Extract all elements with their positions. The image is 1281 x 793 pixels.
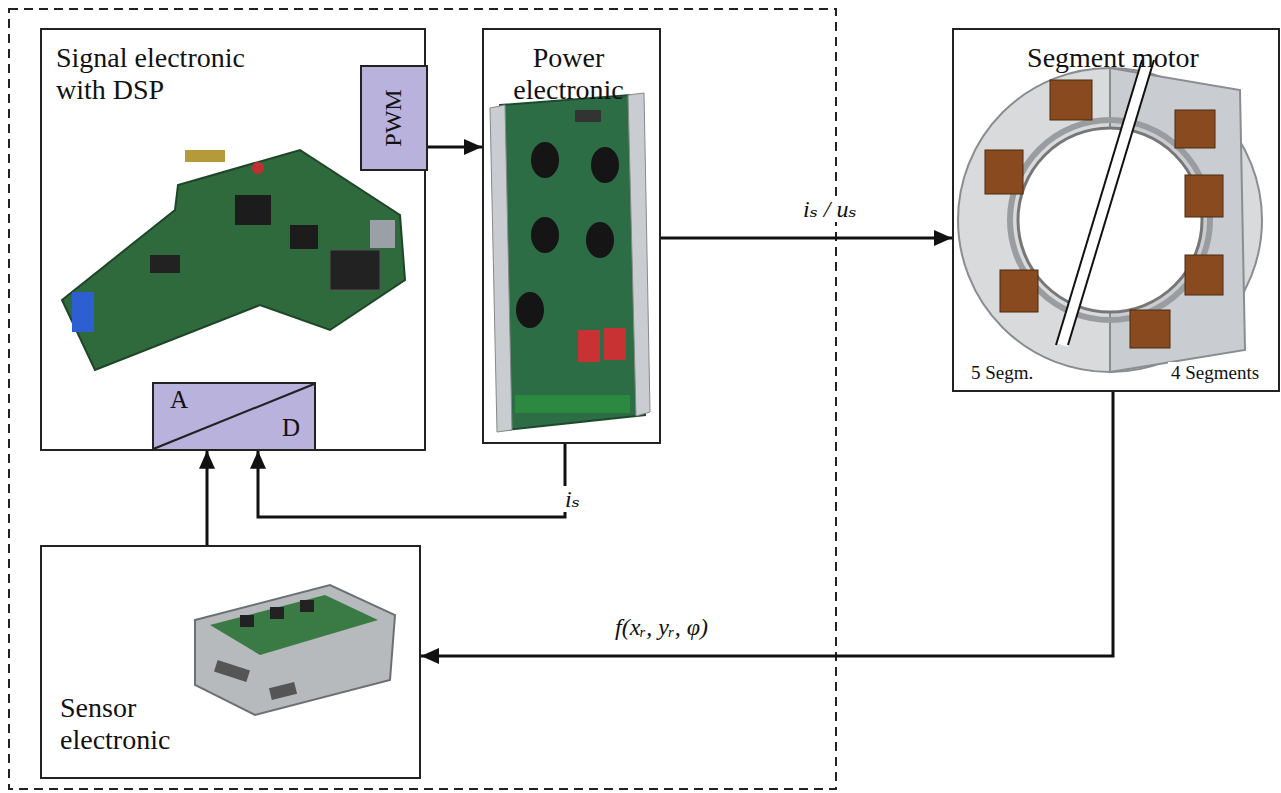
node-title: Power electronic [484,42,653,106]
ad-converter-block: AD [152,382,316,451]
signal-electronic-box: Signal electronic with DSPPWMAD [40,28,426,451]
dashed-boundary [9,9,836,789]
node-title: PWM [380,89,408,146]
node-title: Sensor electronic [60,692,190,756]
sensor-box-figure [195,585,395,715]
signal-arrow [258,444,565,517]
pwm-block: PWM [360,65,428,171]
node-title: Signal electronic with DSP [56,42,281,106]
signal-arrow [206,451,209,545]
segment-motor-figure [958,60,1262,372]
node-text: 5 Segm. [968,362,1036,384]
dsp-board [62,150,405,370]
node-text: 4 Segments [1168,362,1262,384]
signal-arrow [661,237,952,240]
signal-arrow [421,392,1113,656]
signal-label: f(xᵣ, yᵣ, φ) [612,614,711,640]
power-electronic-box: Power electronic [482,28,661,444]
power-board [490,93,650,432]
node-title: A [170,386,188,415]
sensor-electronic-box: Sensor electronic [40,545,421,779]
node-title: Segment motor [954,42,1272,74]
node-text: D [282,414,300,443]
segment-motor-box: Segment motor 5 Segm. 4 Segments [952,28,1280,392]
diagonal-line [154,384,314,449]
signal-label: iₛ [562,486,583,512]
signal-label: iₛ / uₛ [800,196,860,222]
signal-arrow [428,146,482,149]
